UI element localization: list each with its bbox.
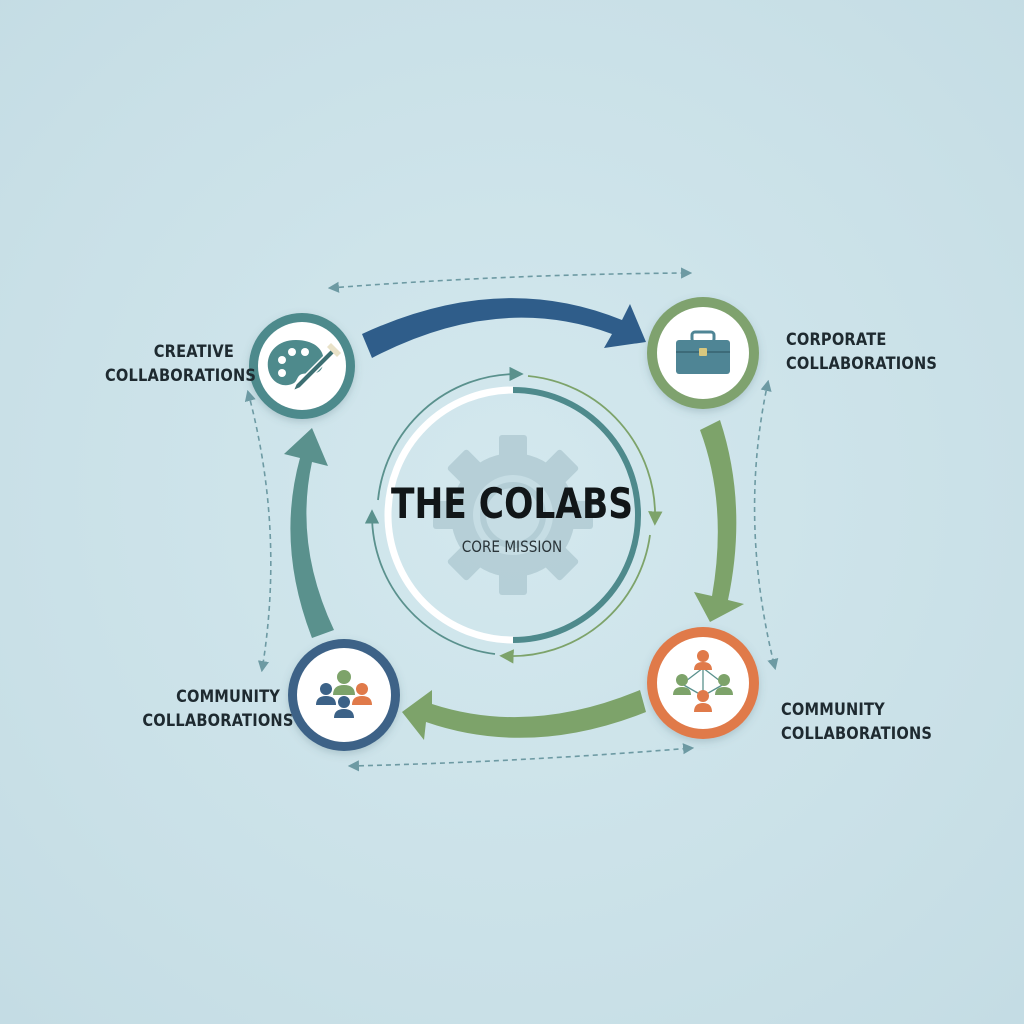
arrow-corporate-to-community [694, 420, 744, 622]
label-corporate-collaborations: CORPORATE COLLABORATIONS [786, 328, 938, 376]
network-people-icon [673, 650, 733, 712]
hub-title: THE COLABS [390, 479, 634, 528]
dashed-connector-right [753, 379, 779, 671]
label-community-right-line2: COLLABORATIONS [781, 724, 933, 744]
orbit-arrow-left [364, 509, 496, 655]
label-corporate-line2: COLLABORATIONS [786, 354, 938, 374]
label-creative-collaborations: CREATIVE COLLABORATIONS [105, 340, 257, 388]
node-corporate [647, 297, 759, 409]
arrow-creative-to-corporate [362, 298, 646, 358]
team-people-icon [316, 670, 372, 718]
orbit-arrow-bottom [499, 534, 651, 664]
label-community-left-line2: COLLABORATIONS [142, 711, 294, 731]
hub-ring-right [512, 387, 641, 643]
dashed-connector-bottom [347, 743, 695, 772]
arrow-community-to-community [402, 690, 646, 740]
hub-subtitle: CORE MISSION [461, 537, 563, 556]
central-hub [364, 366, 663, 664]
dashed-connector-top [327, 267, 693, 293]
palette-brush-icon [267, 340, 341, 393]
label-creative-line2: COLLABORATIONS [105, 366, 257, 386]
arrow-community-to-creative [284, 428, 334, 638]
dashed-connectors [244, 267, 779, 772]
dashed-connector-left [244, 389, 272, 673]
node-creative [249, 313, 355, 419]
label-community-right-line1: COMMUNITY [781, 700, 885, 720]
orbit-arrow-right [527, 375, 663, 526]
node-community-right [647, 627, 759, 739]
label-corporate-line1: CORPORATE [786, 330, 887, 350]
label-community-left-collaborations: COMMUNITY COLLABORATIONS [142, 685, 294, 733]
briefcase-icon [676, 330, 730, 374]
cycle-arrows [284, 298, 744, 740]
label-creative-line1: CREATIVE [153, 342, 234, 362]
gear-icon [433, 435, 593, 595]
label-community-right-collaborations: COMMUNITY COLLABORATIONS [781, 698, 933, 746]
node-community-left [288, 639, 400, 751]
orbit-arrow-top [377, 366, 524, 501]
label-community-left-line1: COMMUNITY [176, 687, 280, 707]
hub-ring-left [384, 386, 514, 644]
